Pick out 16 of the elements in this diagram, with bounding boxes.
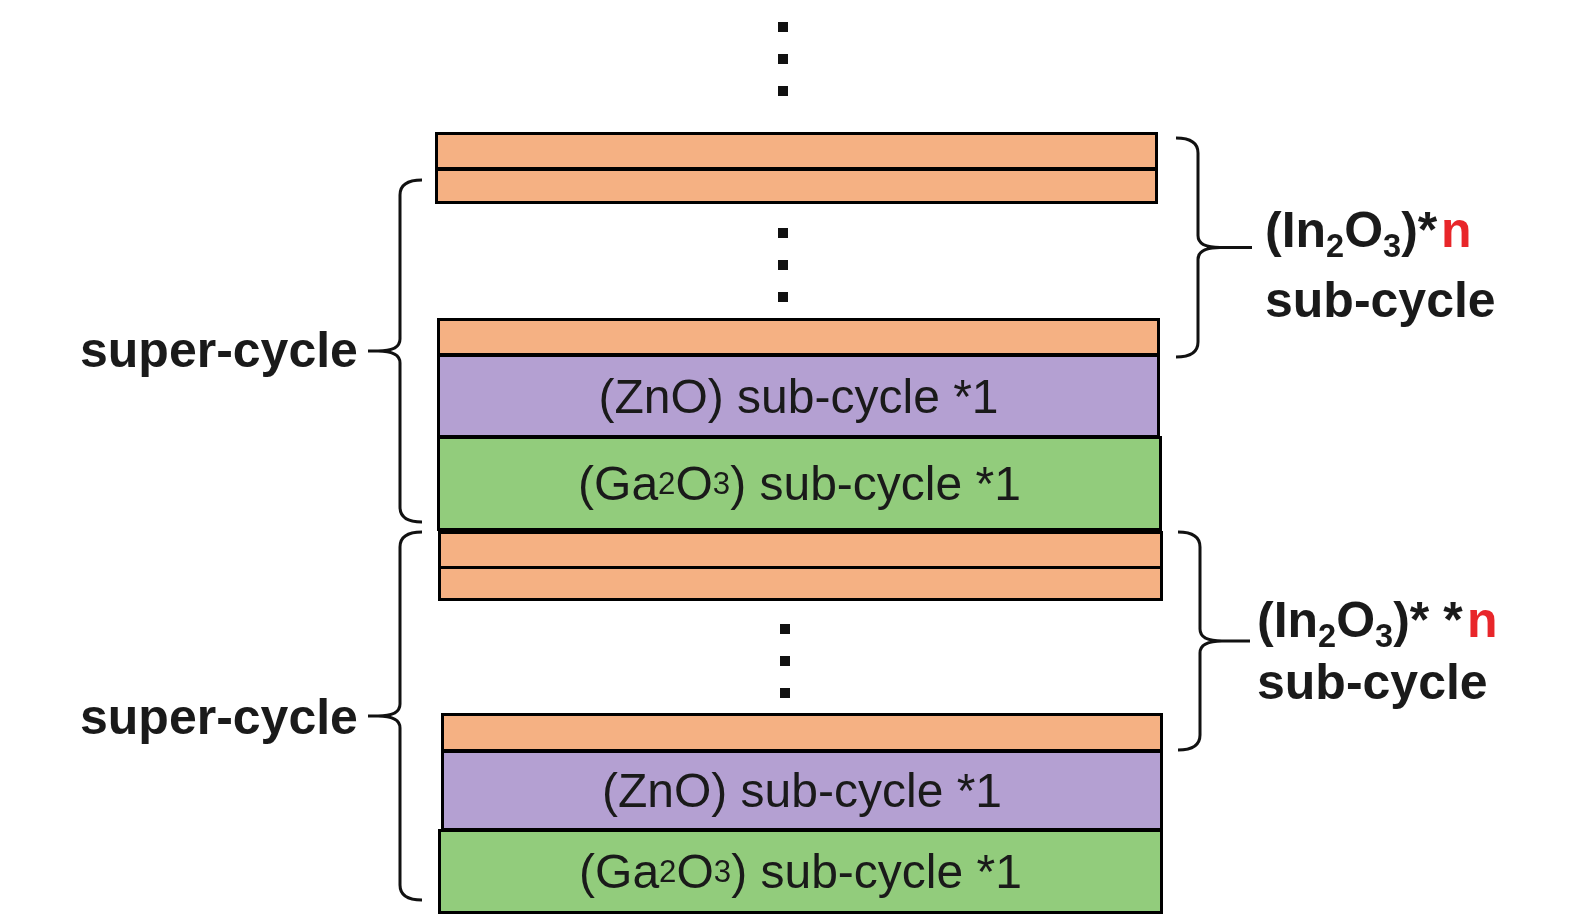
empty-layer-bar — [435, 132, 1158, 170]
bracket-label: (In$_{2}$O$_{3}$)* * — [1257, 595, 1463, 645]
layer-bar: (ZnO) sub-cycle *1 — [437, 354, 1160, 438]
empty-layer-bar — [435, 168, 1158, 204]
bracket-label: super-cycle — [80, 325, 358, 375]
bracket-label: sub-cycle — [1265, 275, 1496, 325]
bracket-label: sub-cycle — [1257, 657, 1488, 707]
bracket-label: (In$_{2}$O$_{3}$)* — [1265, 205, 1438, 255]
variable-label: n — [1441, 205, 1472, 255]
empty-layer-bar — [438, 531, 1163, 569]
empty-layer-bar — [437, 318, 1160, 356]
empty-layer-bar — [438, 566, 1163, 601]
variable-label: n — [1467, 595, 1498, 645]
bracket-label: super-cycle — [80, 692, 358, 742]
empty-layer-bar — [441, 713, 1163, 752]
layer-bar: (ZnO) sub-cycle *1 — [441, 750, 1163, 831]
